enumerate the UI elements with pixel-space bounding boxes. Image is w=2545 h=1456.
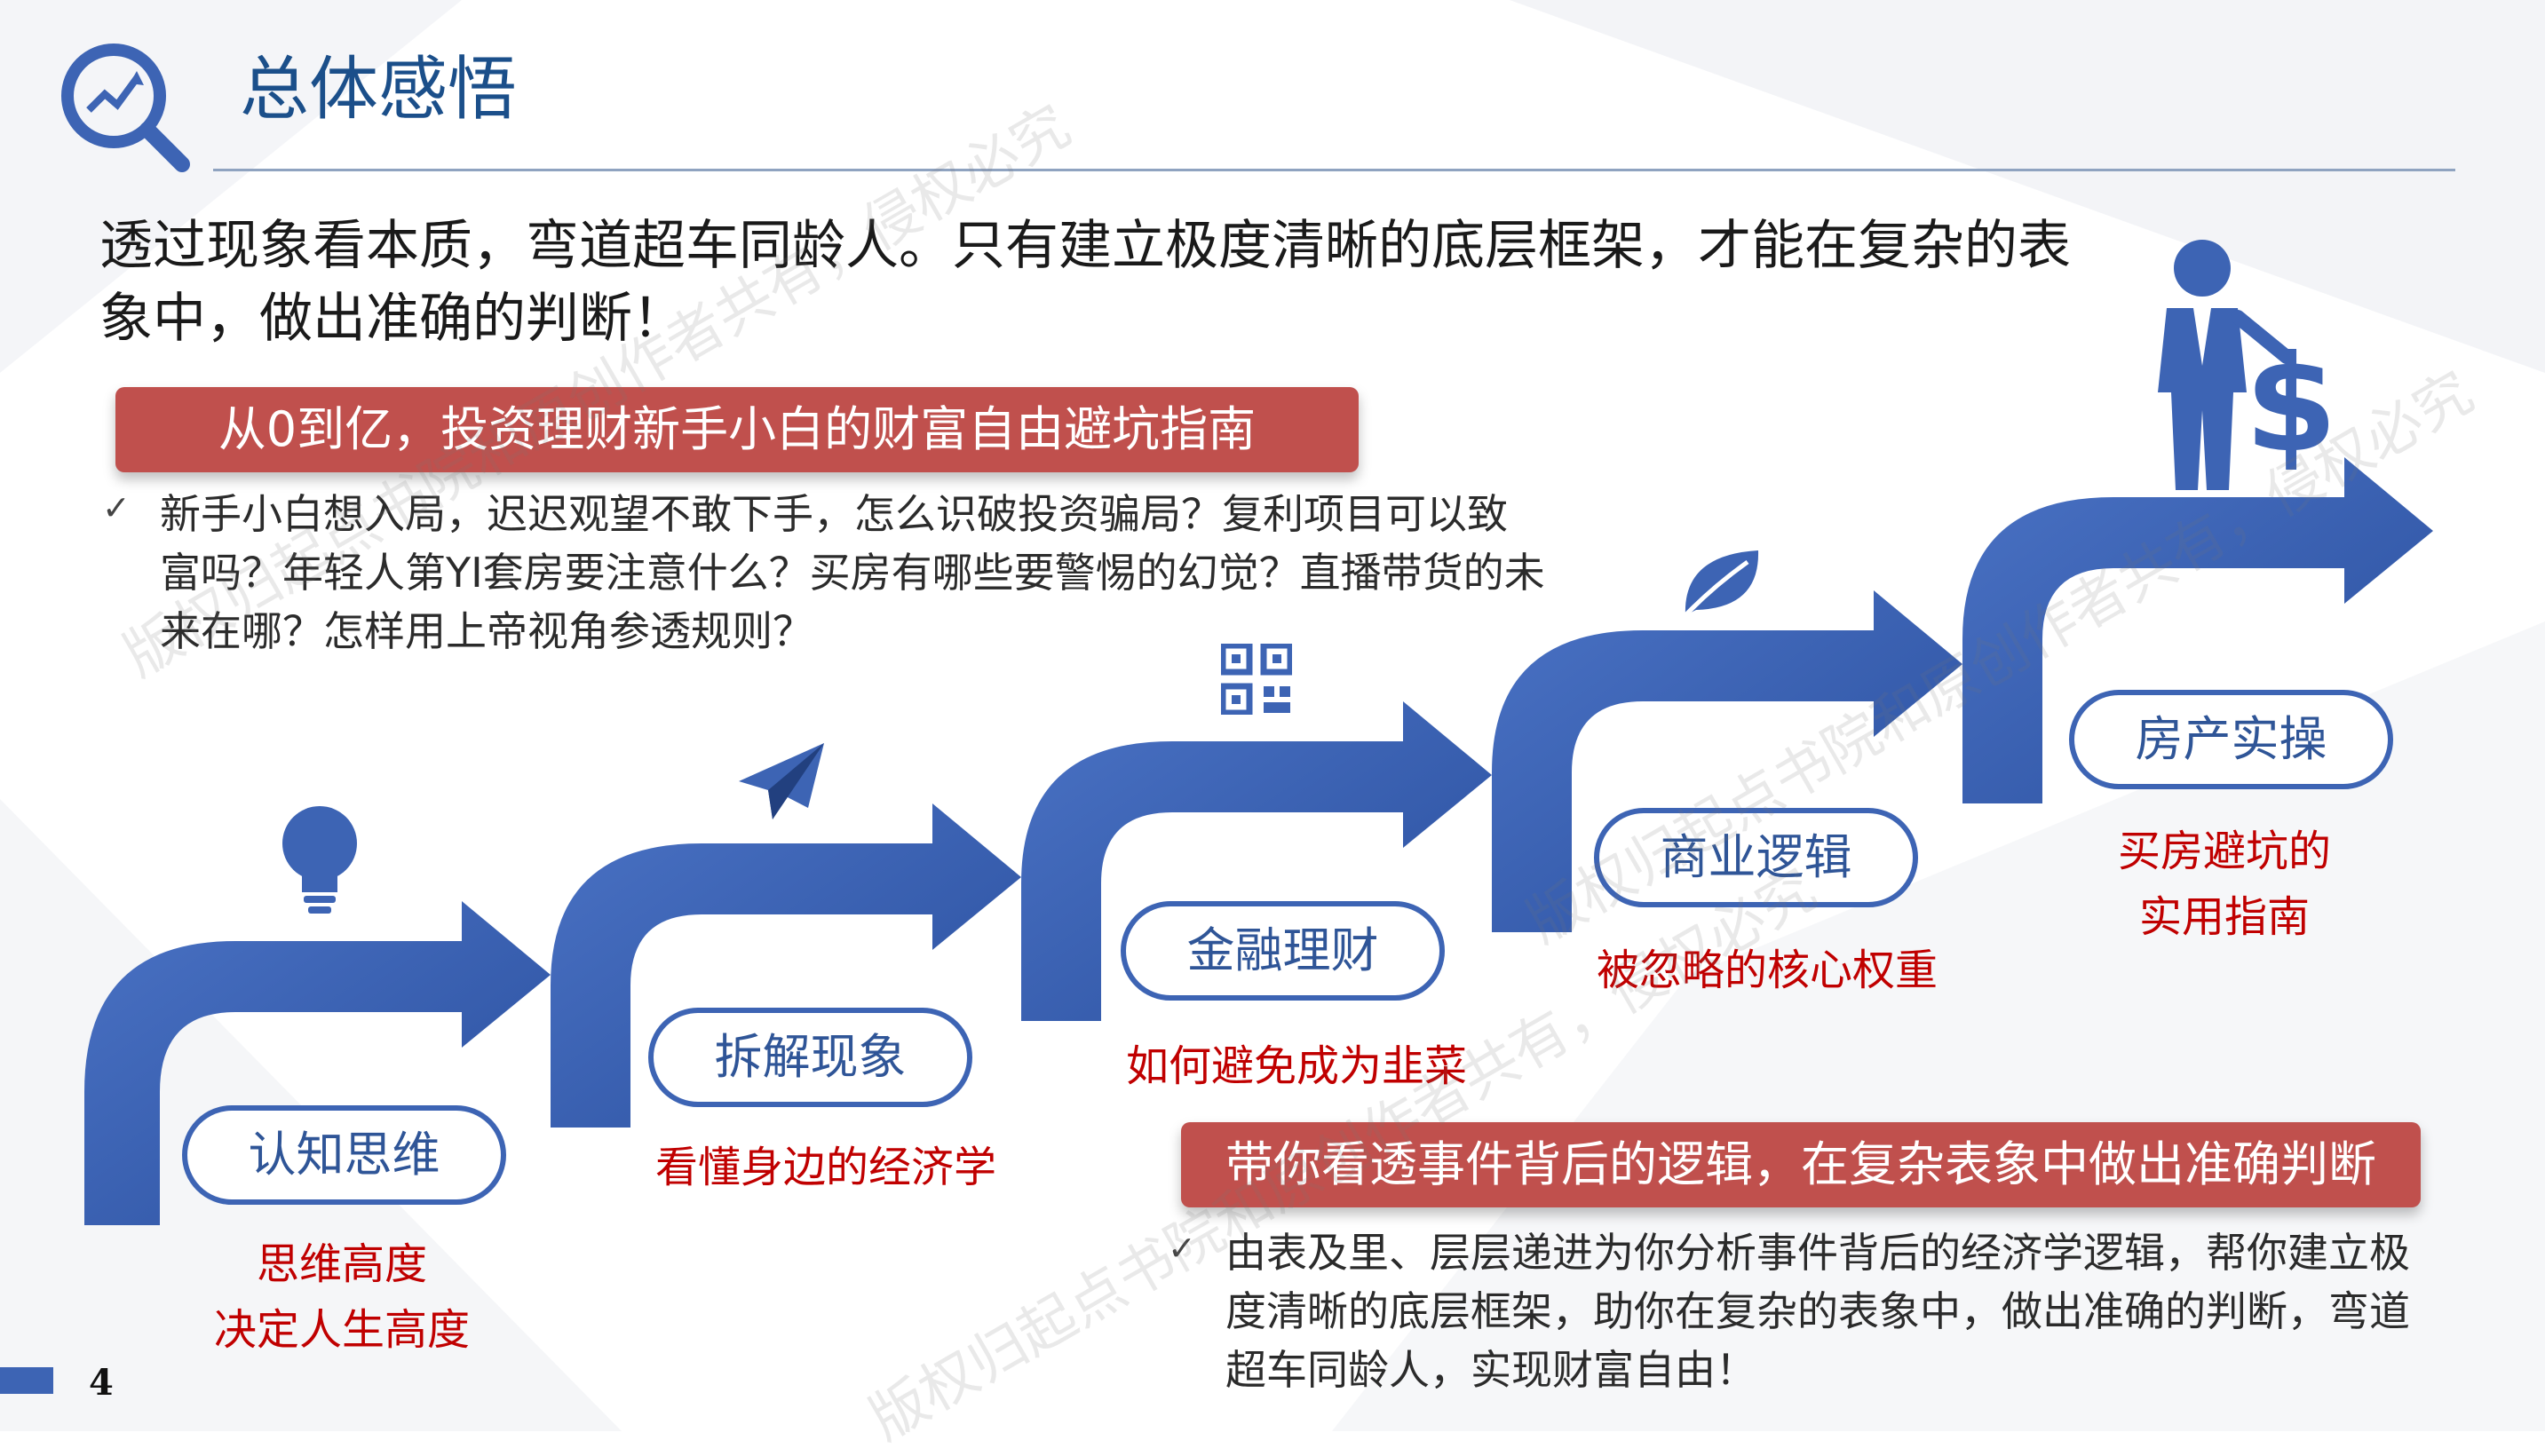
arrow-step-1 xyxy=(84,901,551,1225)
page-number: 4 xyxy=(89,1362,114,1404)
step-label-1: 认知思维 xyxy=(182,1105,506,1205)
step-caption-1b: 决定人生高度 xyxy=(213,1305,470,1355)
arrow-step-4 xyxy=(1492,590,1962,932)
step-label-4: 商业逻辑 xyxy=(1594,808,1918,907)
bullet-top: 新手小白想入局，迟迟观望不敢下手，怎么识破投资骗局？复利项目可以致富吗？年轻人第… xyxy=(160,490,1545,655)
step-caption-5b: 实用指南 xyxy=(2138,892,2310,942)
bullet-bottom: 由表及里、层层递进为你分析事件背后的经济学逻辑，帮你建立极度清晰的底层框架，助你… xyxy=(1225,1229,2410,1394)
banner-top: 从0到亿，投资理财新手小白的财富自由避坑指南 xyxy=(115,387,1359,472)
intro-text: 透过现象看本质，弯道超车同龄人。只有建立极度清晰的底层框架，才能在复杂的表象中，… xyxy=(99,215,2071,350)
check-icon: ✓ xyxy=(1168,1229,1196,1268)
paper-plane-icon xyxy=(739,743,824,819)
leaf-icon xyxy=(1684,550,1759,617)
step-caption-5a: 买房避坑的 xyxy=(2117,827,2331,876)
lightbulb-icon xyxy=(282,806,357,914)
step-label-2: 拆解现象 xyxy=(648,1008,972,1107)
page-number-bar xyxy=(0,1367,53,1394)
step-caption-2: 看懂身边的经济学 xyxy=(654,1143,996,1192)
arrow-step-5 xyxy=(1962,457,2433,803)
check-icon: ✓ xyxy=(102,488,131,527)
businessman-dollar-icon: $ xyxy=(2158,240,2335,490)
step-caption-3: 如何避免成为韭菜 xyxy=(1125,1041,1467,1091)
arrow-step-2 xyxy=(551,803,1021,1128)
svg-text:$: $ xyxy=(2245,328,2335,482)
step-caption-1a: 思维高度 xyxy=(256,1239,427,1289)
qr-code-icon xyxy=(1221,644,1292,715)
page-title: 总体感悟 xyxy=(240,50,518,130)
step-label-3: 金融理财 xyxy=(1121,901,1445,1001)
arrow-step-3 xyxy=(1021,701,1492,1021)
header-divider xyxy=(213,169,2455,171)
step-caption-4: 被忽略的核心权重 xyxy=(1596,946,1938,995)
magnifier-chart-icon xyxy=(61,44,190,172)
banner-bottom: 带你看透事件背后的逻辑，在复杂表象中做出准确判断 xyxy=(1181,1122,2421,1207)
step-label-5: 房产实操 xyxy=(2069,690,2393,789)
